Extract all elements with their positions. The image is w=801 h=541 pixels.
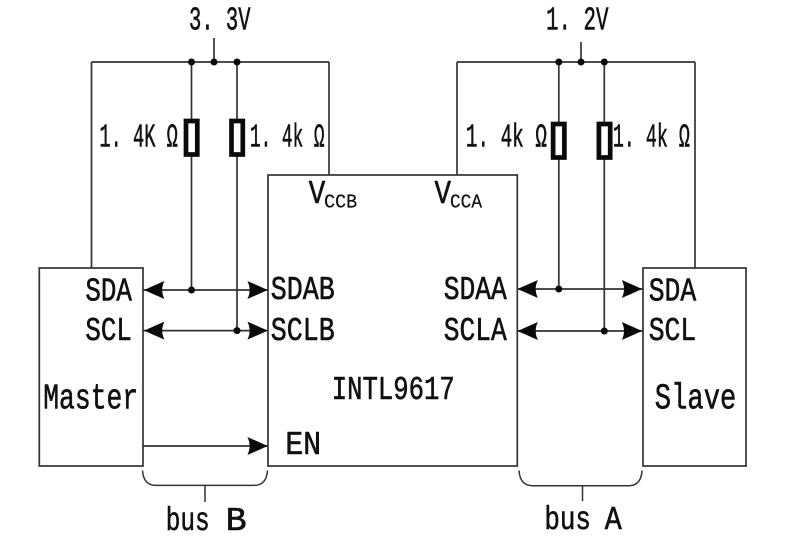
svg-text:SCLB: SCLB bbox=[271, 313, 335, 350]
svg-text:bus: bus bbox=[166, 503, 210, 540]
svg-text:1. 4k Ω: 1. 4k Ω bbox=[466, 120, 547, 157]
svg-text:SCL: SCL bbox=[649, 313, 697, 350]
svg-text:1. 4K Ω: 1. 4K Ω bbox=[99, 120, 177, 157]
svg-text:V: V bbox=[435, 176, 452, 213]
svg-text:SDA: SDA bbox=[85, 274, 132, 311]
svg-text:SDA: SDA bbox=[649, 274, 697, 311]
svg-text:SDAB: SDAB bbox=[271, 272, 335, 309]
svg-text:V: V bbox=[309, 176, 326, 213]
svg-text:INTL9617: INTL9617 bbox=[332, 372, 455, 409]
svg-text:SCL: SCL bbox=[85, 313, 131, 350]
svg-text:SCLA: SCLA bbox=[444, 313, 507, 350]
svg-text:1. 4k Ω: 1. 4k Ω bbox=[613, 120, 690, 157]
svg-text:bus: bus bbox=[544, 502, 591, 539]
svg-text:SDAA: SDAA bbox=[444, 272, 507, 309]
svg-text:1. 4k Ω: 1. 4k Ω bbox=[250, 120, 325, 157]
svg-text:A: A bbox=[605, 502, 622, 539]
svg-text:B: B bbox=[226, 503, 247, 540]
svg-text:EN: EN bbox=[285, 427, 321, 464]
svg-text:1. 2V: 1. 2V bbox=[546, 3, 609, 40]
svg-text:Slave: Slave bbox=[655, 379, 737, 420]
svg-text:3. 3V: 3. 3V bbox=[189, 3, 251, 40]
svg-text:Master: Master bbox=[43, 379, 138, 420]
svg-text:CCB: CCB bbox=[324, 192, 357, 214]
svg-text:CCA: CCA bbox=[450, 192, 483, 214]
